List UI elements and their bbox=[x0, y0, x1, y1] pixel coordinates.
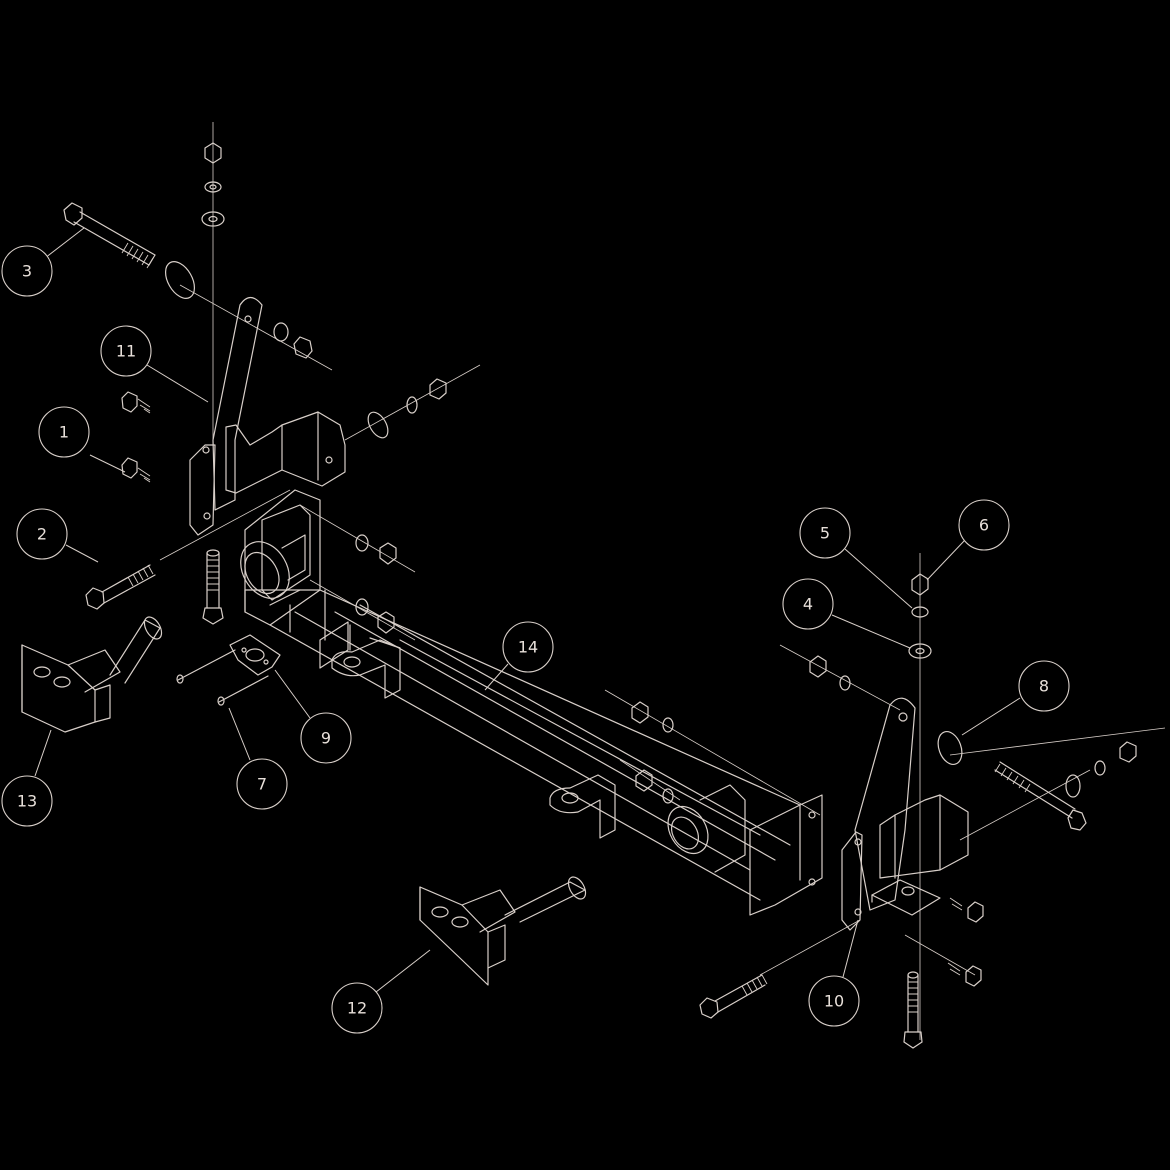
nut-right bbox=[429, 378, 447, 400]
washer-right-small bbox=[406, 396, 418, 414]
callout-4: 4 bbox=[782, 578, 911, 649]
bolt-2 bbox=[85, 564, 156, 610]
washer-b bbox=[355, 598, 369, 616]
bolt-h-head bbox=[965, 965, 982, 987]
left-receiver-plate bbox=[240, 489, 321, 626]
washer-right-large bbox=[367, 411, 389, 439]
callout-3: 3 bbox=[1, 227, 85, 297]
callout-label: 6 bbox=[979, 516, 989, 535]
nut-b bbox=[377, 611, 395, 634]
washer-3-small bbox=[273, 322, 289, 342]
top-nut-washer-stack bbox=[201, 142, 225, 227]
bolt-1b-thread bbox=[137, 467, 151, 483]
callout-12: 12 bbox=[331, 949, 431, 1034]
callout-label: 9 bbox=[321, 729, 331, 748]
bolt-h-thread bbox=[947, 962, 961, 976]
vertical-bolt-left bbox=[202, 549, 224, 625]
screw-7a bbox=[176, 649, 236, 684]
vertical-bolt-right bbox=[903, 971, 923, 1049]
callout-1: 1 bbox=[38, 406, 126, 473]
washer-a bbox=[355, 534, 369, 552]
callout-9: 9 bbox=[274, 669, 352, 764]
callout-label: 7 bbox=[257, 775, 267, 794]
callout-label: 11 bbox=[116, 342, 136, 361]
callout-10: 10 bbox=[808, 919, 860, 1027]
nut-d bbox=[635, 769, 653, 792]
right-upright-bracket bbox=[841, 697, 969, 931]
callout-label: 5 bbox=[820, 524, 830, 543]
callout-13: 13 bbox=[1, 729, 53, 827]
washer-g bbox=[1094, 760, 1106, 776]
bolt-lower-right bbox=[699, 974, 768, 1019]
nut-a bbox=[379, 542, 397, 565]
nut-e bbox=[809, 655, 827, 678]
large-washer-8 bbox=[937, 730, 963, 766]
assembly-axis-lines bbox=[159, 122, 1166, 1040]
callout-label: 13 bbox=[17, 792, 37, 811]
washer-4-hole bbox=[915, 647, 925, 655]
callout-8: 8 bbox=[961, 660, 1070, 736]
callout-label: 12 bbox=[347, 999, 367, 1018]
side-mount-bracket-13 bbox=[21, 616, 163, 733]
lock-washer-5 bbox=[911, 606, 929, 618]
main-crossbar bbox=[244, 589, 801, 901]
callout-label: 3 bbox=[22, 262, 32, 281]
washer-f bbox=[1065, 774, 1081, 798]
callout-label: 4 bbox=[803, 595, 813, 614]
side-mount-bracket-12 bbox=[419, 876, 587, 986]
large-washer-3 bbox=[164, 261, 196, 299]
callout-5: 5 bbox=[799, 507, 913, 609]
nut-6 bbox=[911, 573, 929, 596]
callout-label: 10 bbox=[824, 992, 844, 1011]
washer-c bbox=[662, 717, 674, 733]
callout-6: 6 bbox=[926, 499, 1010, 581]
bolt-3 bbox=[63, 202, 156, 269]
bolt-1a-thread bbox=[137, 398, 151, 414]
bolt-1b-head bbox=[121, 457, 138, 479]
nut-3 bbox=[293, 336, 313, 359]
left-tow-tab bbox=[331, 637, 401, 699]
callout-2: 2 bbox=[16, 508, 99, 563]
callout-7: 7 bbox=[228, 707, 288, 810]
chain-plate-9 bbox=[229, 634, 281, 676]
bolt-g-thread bbox=[949, 897, 963, 911]
washer-e bbox=[839, 675, 851, 691]
callout-label: 8 bbox=[1039, 677, 1049, 696]
callout-14: 14 bbox=[484, 621, 554, 691]
bolt-g-head bbox=[967, 901, 984, 923]
washer-d bbox=[662, 788, 674, 804]
right-receiver-plate bbox=[667, 784, 823, 916]
callout-11: 11 bbox=[100, 325, 209, 403]
bolt-right-horizontal bbox=[994, 761, 1087, 831]
nut-c bbox=[631, 701, 649, 724]
washer-4 bbox=[908, 643, 932, 659]
nut-f bbox=[1119, 741, 1137, 763]
left-upright-bracket bbox=[189, 296, 346, 536]
right-tow-tab bbox=[549, 774, 616, 839]
screw-7b bbox=[217, 675, 269, 706]
callout-label: 2 bbox=[37, 525, 47, 544]
callout-label: 1 bbox=[59, 423, 69, 442]
bolt-1a-head bbox=[121, 391, 138, 413]
callout-label: 14 bbox=[518, 638, 538, 657]
